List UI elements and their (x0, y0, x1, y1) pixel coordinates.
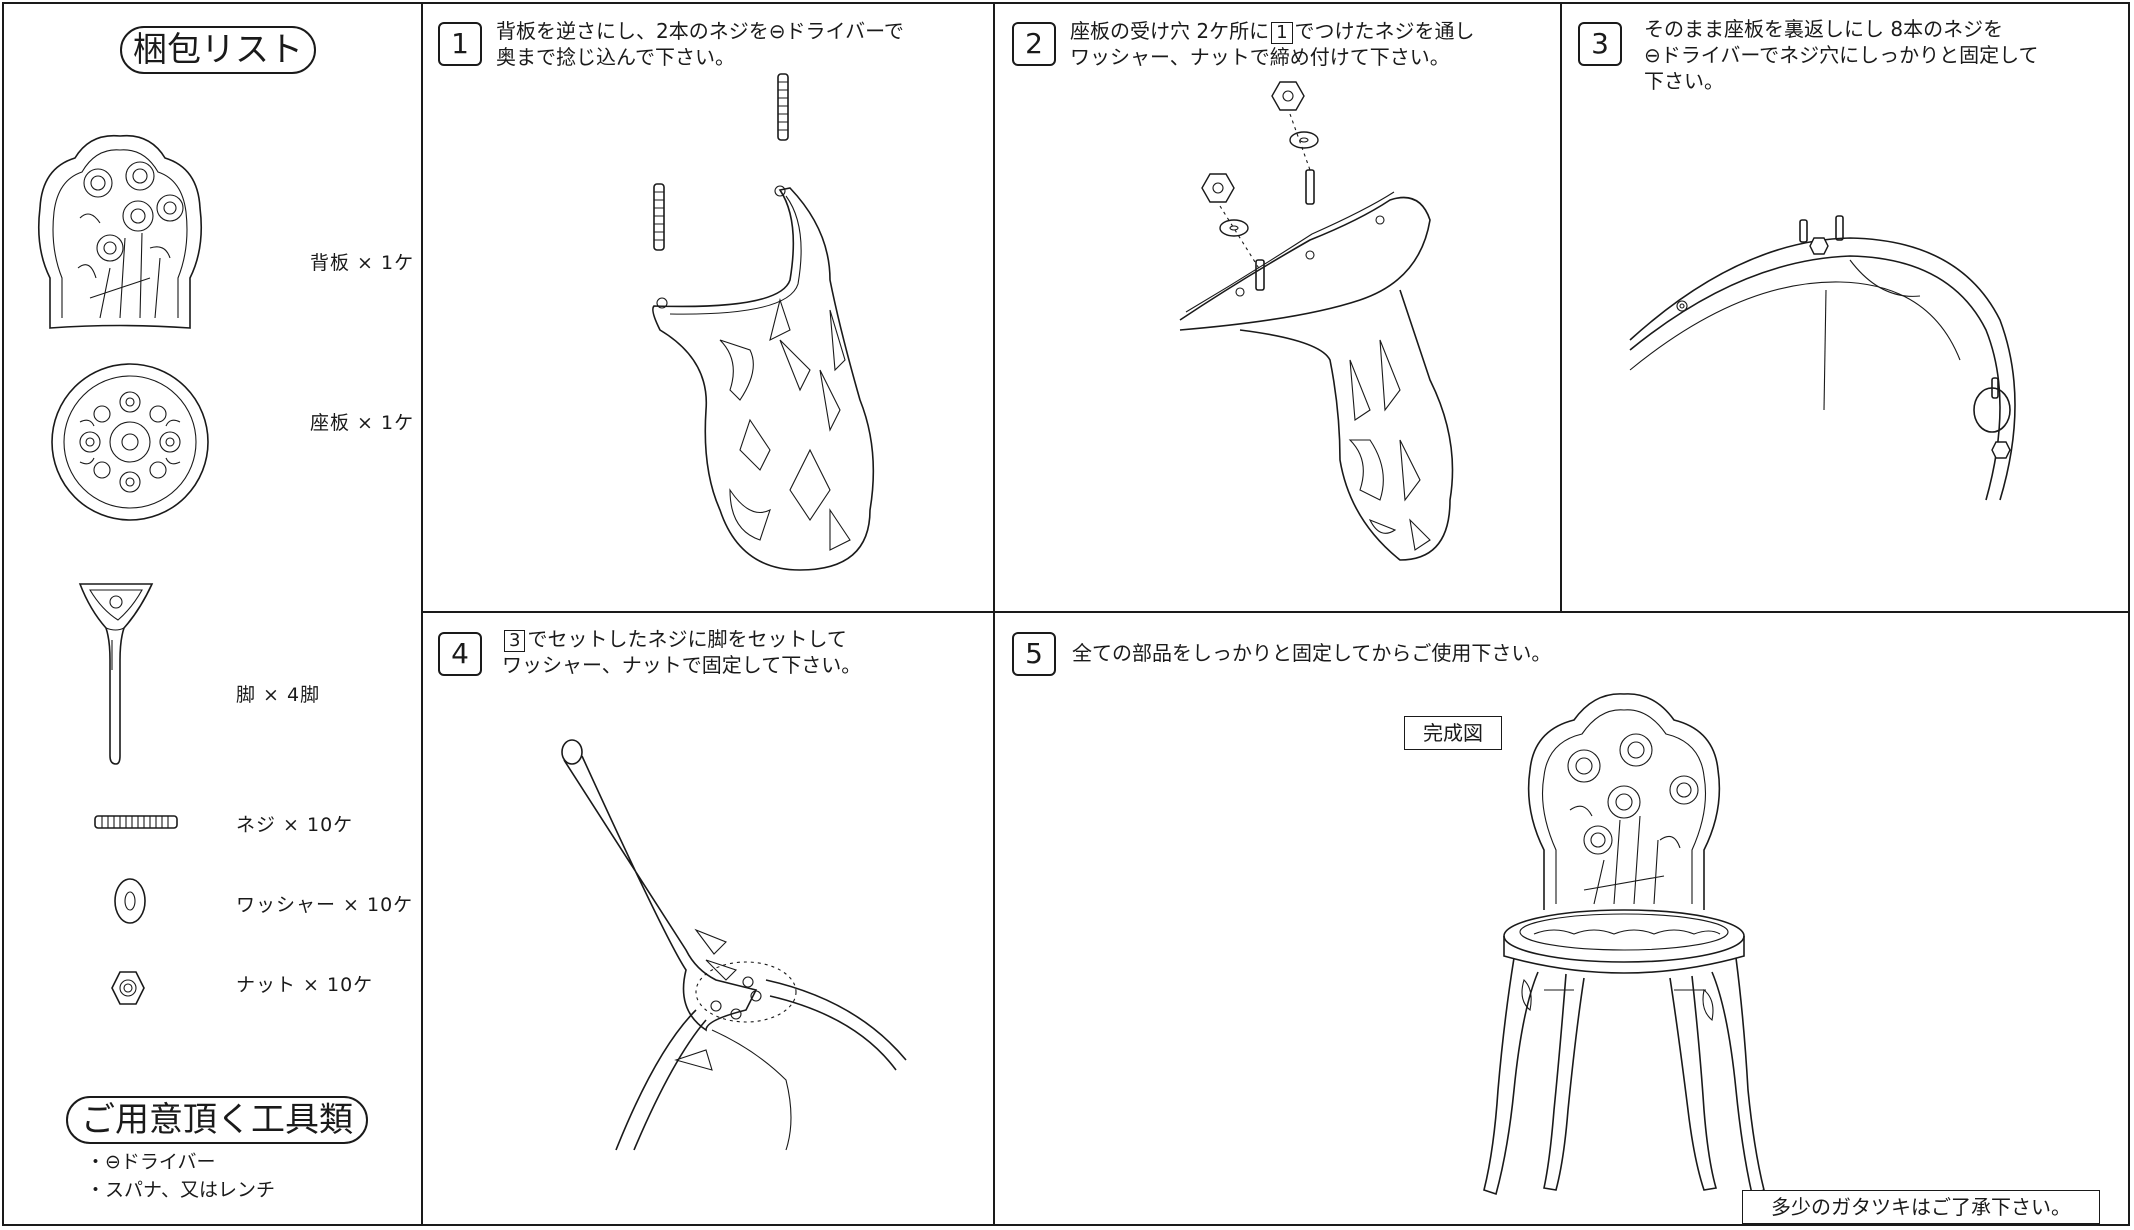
seat-plate-icon (51, 363, 209, 521)
tools-list: ・⊖ドライバー ・スパナ、又はレンチ (86, 1148, 275, 1204)
completed-diagram-label: 完成図 (1404, 716, 1502, 750)
part-label-leg: 脚 × 4脚 (236, 684, 321, 706)
step-5-text: 全ての部品をしっかりと固定してからご使用下さい。 (1072, 641, 1552, 665)
completed-chair-illustration (1483, 693, 1765, 1196)
step-1-line2: 奥まで捻じ込んで下さい。 (496, 45, 735, 69)
note-box: 多少のガタツキはご了承下さい。 (1742, 1190, 2100, 1224)
step-3-text: そのまま座板を裏返しにし 8本のネジを ⊖ドライバーでネジ穴にしっかりと固定して… (1644, 16, 2039, 94)
step-2-line2: ワッシャー、ナットで締め付けて下さい。 (1070, 45, 1450, 69)
part-label-seat-plate: 座板 × 1ケ (310, 412, 415, 434)
step-3-seat-underside-illustration (1629, 215, 2016, 501)
step-2-assembly-illustration (1179, 81, 1454, 561)
row-divider (421, 611, 2130, 613)
step-1-back-plate-illustration (652, 73, 875, 571)
screw-icon (94, 815, 178, 829)
column-divider-2 (993, 2, 995, 1226)
column-divider-1 (421, 2, 423, 1226)
step-4-leg-attach-illustration (561, 739, 907, 1151)
step-1-line1: 背板を逆さにし、2本のネジを⊖ドライバーで (496, 19, 904, 43)
step-4-ref: 3 (504, 630, 526, 652)
step-1-number: 1 (438, 22, 482, 66)
tools-title: ご用意頂く工具類 (66, 1096, 368, 1144)
step-4-line2: ワッシャー、ナットで固定して下さい。 (502, 653, 862, 677)
step-1-text: 背板を逆さにし、2本のネジを⊖ドライバーで 奥まで捻じ込んで下さい。 (496, 18, 904, 70)
part-label-back-plate: 背板 × 1ケ (310, 252, 415, 274)
step-3-line2: ⊖ドライバーでネジ穴にしっかりと固定して (1644, 43, 2039, 67)
step-2-ref: 1 (1271, 22, 1293, 44)
step-3-number: 3 (1578, 22, 1622, 66)
tool-item-screwdriver: ・⊖ドライバー (86, 1151, 216, 1173)
parts-list-title: 梱包リスト (120, 26, 316, 74)
leg-icon (78, 583, 154, 765)
column-divider-3 (1560, 2, 1562, 612)
nut-icon (111, 971, 145, 1005)
part-label-nut: ナット × 10ケ (236, 974, 374, 996)
tool-item-wrench: ・スパナ、又はレンチ (86, 1179, 276, 1201)
washer-icon (114, 878, 146, 924)
step-2-number: 2 (1012, 22, 1056, 66)
step-4-line1b: でセットしたネジに脚をセットして (527, 627, 847, 651)
step-2-line1a: 座板の受け穴 2ケ所に (1070, 19, 1270, 43)
step-5-number: 5 (1012, 632, 1056, 676)
back-plate-icon (37, 134, 203, 329)
part-label-washer: ワッシャー × 10ケ (236, 894, 414, 916)
step-3-line3: 下さい。 (1644, 69, 1724, 93)
part-label-screw: ネジ × 10ケ (236, 814, 354, 836)
step-2-line1b: でつけたネジを通し (1294, 19, 1475, 43)
step-4-number: 4 (438, 632, 482, 676)
step-3-line1: そのまま座板を裏返しにし 8本のネジを (1644, 17, 2004, 41)
